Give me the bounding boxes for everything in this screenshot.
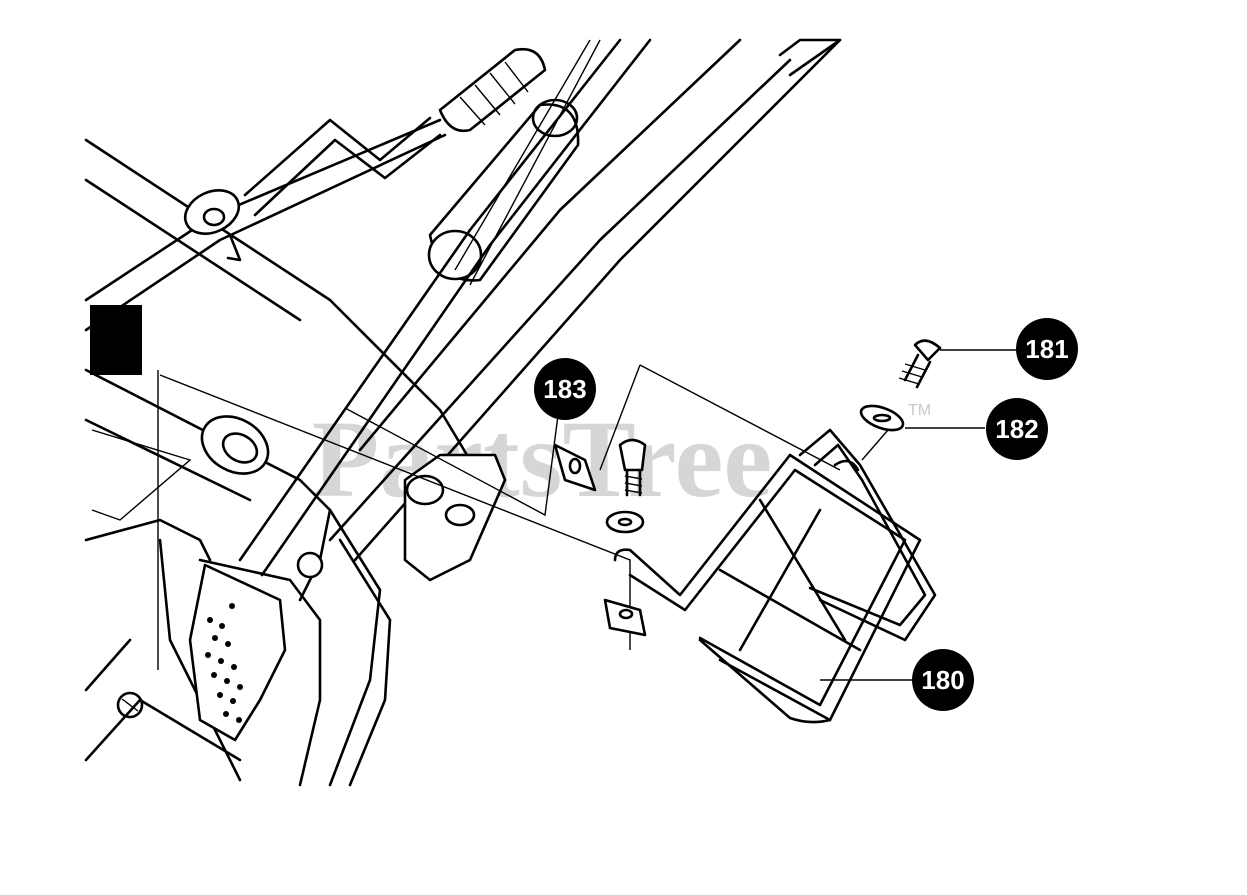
callout-181-label: 181	[1025, 334, 1068, 364]
callout-181[interactable]: 181	[1016, 318, 1078, 380]
frame-rails	[238, 38, 842, 577]
callout-180[interactable]: 180	[912, 649, 974, 711]
callout-180-label: 180	[921, 665, 964, 695]
mounting-bracket	[296, 453, 507, 582]
part-180-wire-frame	[613, 428, 937, 724]
pulley	[200, 415, 270, 475]
discharge-chute	[188, 563, 287, 742]
callout-180-circle	[912, 649, 974, 711]
callout-182-circle	[986, 398, 1048, 460]
part-181-screw	[898, 339, 1020, 389]
part-183-clip-nut	[553, 443, 647, 637]
watermark-text: PartsTree	[312, 398, 772, 520]
callout-183-label: 183	[543, 374, 586, 404]
callout-183-circle	[534, 358, 596, 420]
callout-182-label: 182	[995, 414, 1038, 444]
watermark-trademark: TM	[908, 402, 931, 419]
part-182-washer	[859, 404, 985, 461]
deck-shadow-block	[90, 305, 142, 375]
callout-181-circle	[1016, 318, 1078, 380]
deck-screw-icon	[116, 691, 144, 719]
control-handle	[84, 47, 547, 332]
callout-182[interactable]: 182	[986, 398, 1048, 460]
bolt-assembly	[605, 438, 647, 534]
callout-183[interactable]: 183	[534, 358, 596, 420]
